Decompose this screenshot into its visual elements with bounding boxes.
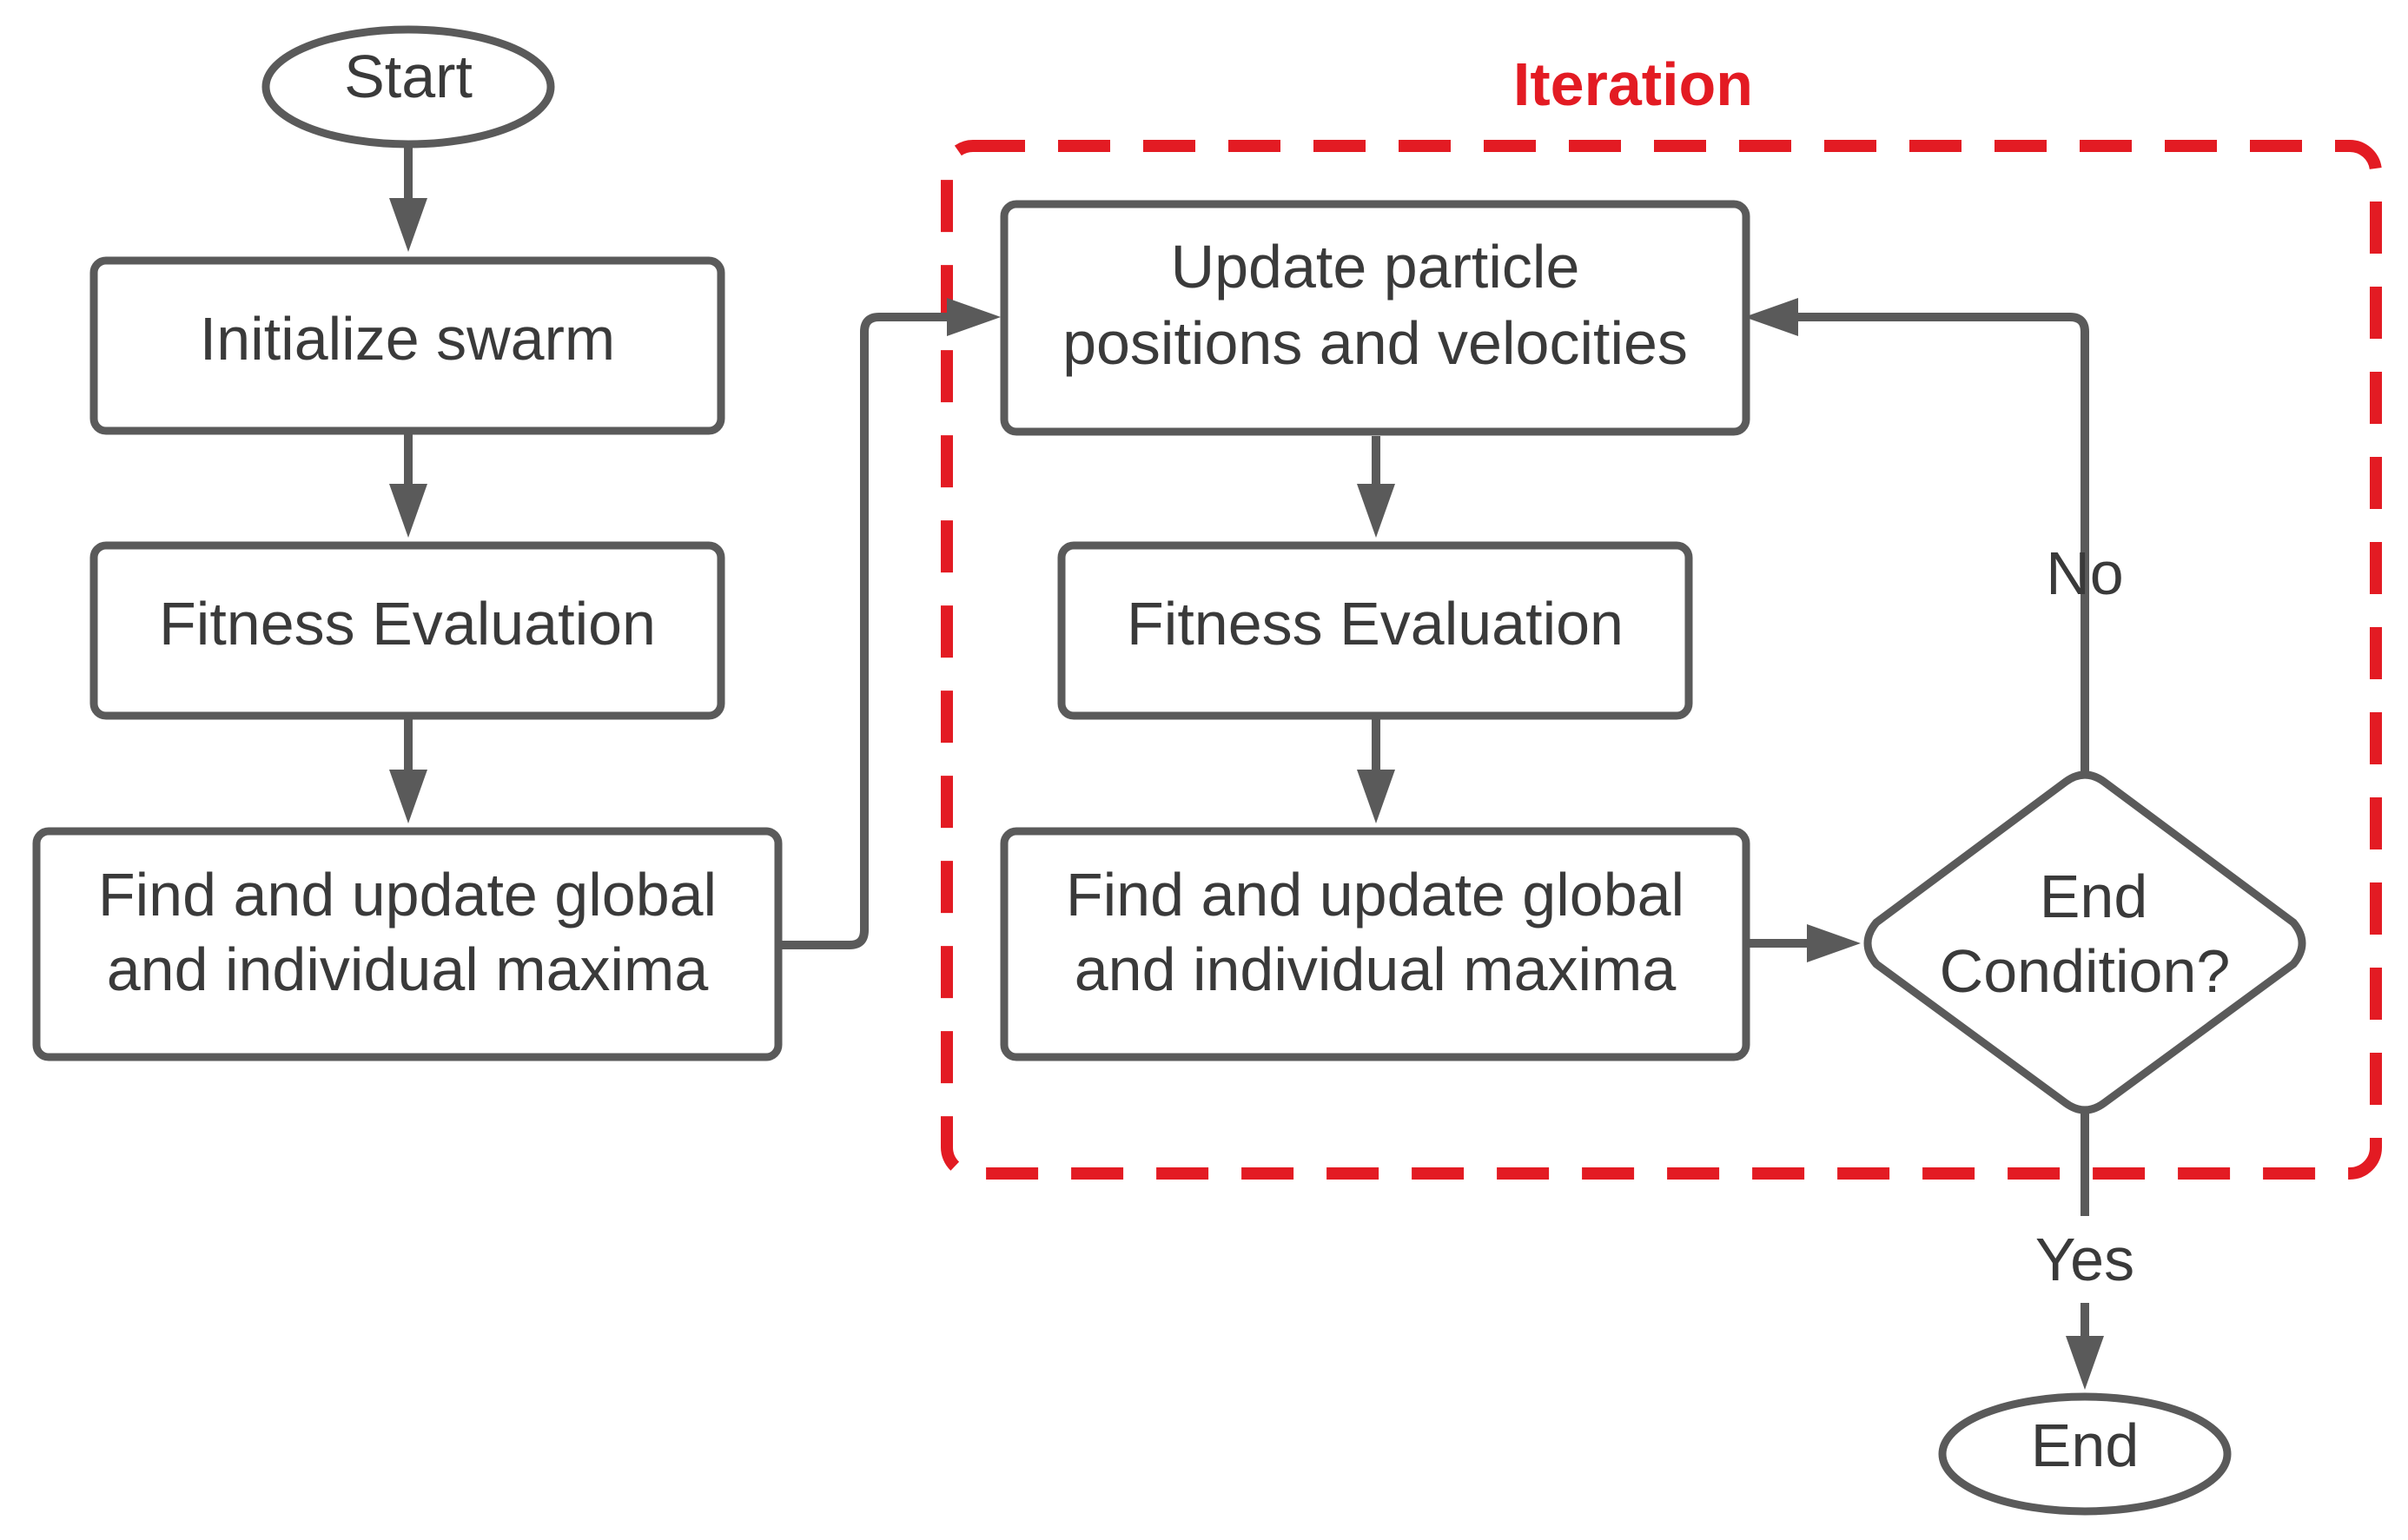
arrowhead-find1 — [389, 770, 427, 823]
find-update-maxima-1-line-1: Find and update global — [98, 861, 717, 929]
arrowhead-fitness1 — [389, 484, 427, 538]
end-condition-line-2: Condition? — [1940, 937, 2231, 1005]
find-update-maxima-2-line-1: Find and update global — [1066, 861, 1684, 929]
start-label: Start — [344, 43, 473, 110]
find-update-maxima-1-line-2: and individual maxima — [107, 935, 709, 1003]
node-fitness-evaluation-1: Fitness Evaluation — [89, 541, 725, 720]
node-find-update-maxima-1: Find and update global and individual ma… — [32, 827, 783, 1061]
node-end-condition-decision: End Condition? — [1863, 770, 2306, 1114]
edge-find1-to-update — [782, 313, 956, 949]
update-particles-line-2: positions and velocities — [1062, 309, 1688, 377]
arrowhead-update-from-right — [1744, 298, 1798, 336]
end-condition-line-1: End — [2040, 863, 2148, 930]
start-terminator-shape — [261, 25, 555, 149]
find-update-maxima-2-box — [1000, 827, 1750, 1061]
arrowhead-decision — [1807, 924, 1861, 962]
node-update-particles: Update particle positions and velocities — [1000, 200, 1750, 436]
iteration-group-frame — [941, 140, 2382, 1180]
edge-label-no: No — [2046, 539, 2123, 607]
arrowhead-end — [2066, 1336, 2104, 1390]
find-update-maxima-1-box — [32, 827, 783, 1061]
arrowhead-fitness2 — [1357, 484, 1395, 538]
find-update-maxima-2-line-2: and individual maxima — [1075, 935, 1677, 1003]
arrowhead-init — [389, 198, 427, 252]
edges — [389, 148, 2104, 1390]
edge-label-yes: Yes — [2035, 1226, 2134, 1293]
iteration-group-label: Iteration — [1513, 50, 1753, 118]
arrowhead-update-from-left — [947, 298, 1001, 336]
initialize-swarm-box — [89, 256, 725, 435]
update-particles-line-1: Update particle — [1171, 233, 1580, 301]
update-particles-box — [1000, 200, 1750, 436]
end-condition-diamond — [1863, 770, 2306, 1114]
end-label: End — [2031, 1411, 2140, 1479]
node-fitness-evaluation-2: Fitness Evaluation — [1057, 541, 1693, 720]
node-start: Start — [261, 25, 555, 149]
fitness-evaluation-2-box — [1057, 541, 1693, 720]
node-end: End — [1938, 1392, 2232, 1516]
node-initialize-swarm: Initialize swarm — [89, 256, 725, 435]
arrowhead-find2 — [1357, 770, 1395, 823]
end-terminator-shape — [1938, 1392, 2232, 1516]
fitness-evaluation-1-label: Fitness Evaluation — [159, 590, 656, 658]
node-find-update-maxima-2: Find and update global and individual ma… — [1000, 827, 1750, 1061]
fitness-evaluation-2-label: Fitness Evaluation — [1127, 590, 1624, 658]
edge-decision-to-update-no — [1789, 313, 2089, 775]
fitness-evaluation-1-box — [89, 541, 725, 720]
initialize-swarm-label: Initialize swarm — [200, 305, 615, 373]
